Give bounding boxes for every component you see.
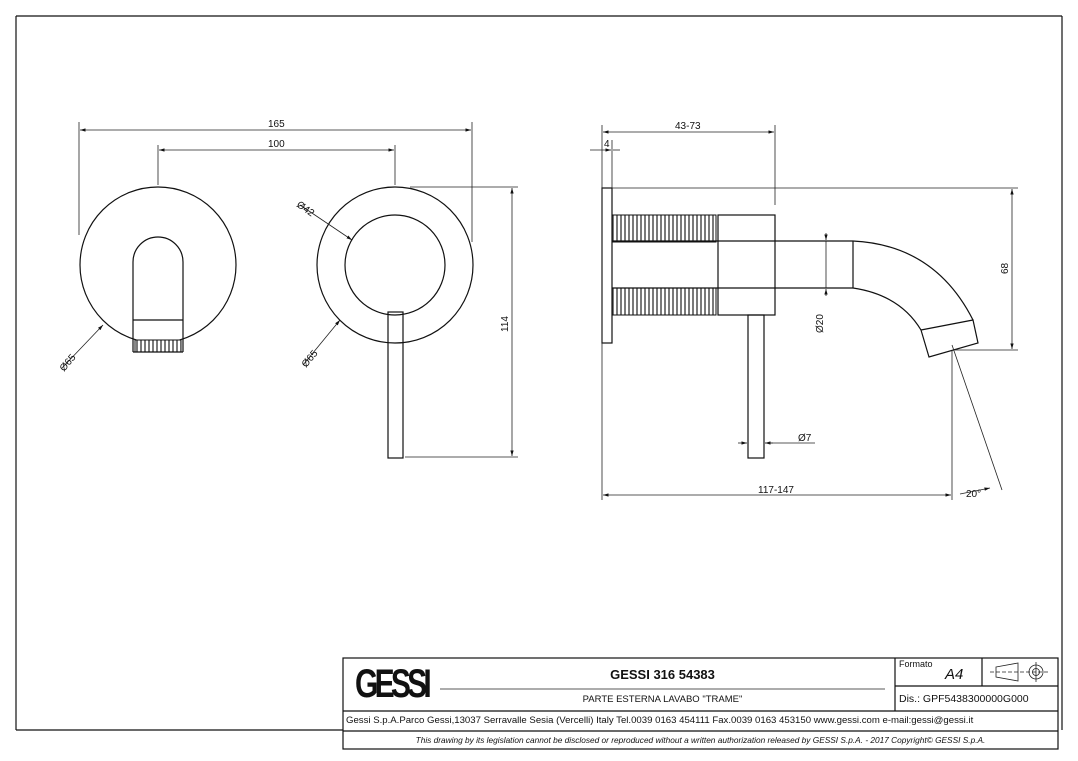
title-block-frame bbox=[342, 657, 1059, 750]
dim-68: 68 bbox=[1000, 262, 1011, 274]
dim-43-73: 43-73 bbox=[675, 121, 701, 132]
drawing-frame bbox=[15, 15, 1063, 731]
front-view-mixer bbox=[316, 186, 474, 459]
gessi-logo: GESSI bbox=[355, 662, 432, 706]
dim-diameter-65-mid: Ø65 bbox=[300, 348, 321, 370]
copyright-disclaimer: This drawing by its legislation cannot b… bbox=[415, 735, 986, 745]
dimension-lines-front bbox=[61, 122, 518, 458]
dim-diameter-20: Ø20 bbox=[815, 314, 826, 333]
side-view bbox=[601, 187, 979, 459]
format-label: Formato bbox=[899, 659, 933, 669]
dim-117-147: 117-147 bbox=[758, 485, 794, 496]
dimension-lines-side bbox=[590, 125, 1018, 500]
drawing-subtitle: PARTE ESTERNA LAVABO "TRAME" bbox=[582, 694, 743, 705]
dim-165: 165 bbox=[268, 119, 285, 130]
dim-diameter-7: Ø7 bbox=[798, 433, 812, 444]
drawing-number: Dis.: GPF5438300000G000 bbox=[899, 693, 1029, 705]
dim-100: 100 bbox=[268, 139, 285, 150]
dim-4: 4 bbox=[604, 139, 610, 150]
company-address: Gessi S.p.A.Parco Gessi,13037 Serravalle… bbox=[346, 715, 974, 726]
drawing-title: GESSI 316 54383 bbox=[610, 667, 715, 682]
front-view-spout bbox=[79, 186, 237, 353]
format-value: A4 bbox=[945, 666, 964, 683]
dim-angle-20: 20° bbox=[966, 489, 981, 500]
dim-diameter-42: Ø42 bbox=[294, 199, 316, 219]
dim-114: 114 bbox=[500, 316, 511, 332]
projection-symbol-icon bbox=[990, 662, 1050, 682]
dim-diameter-65-left: Ø65 bbox=[58, 352, 79, 374]
